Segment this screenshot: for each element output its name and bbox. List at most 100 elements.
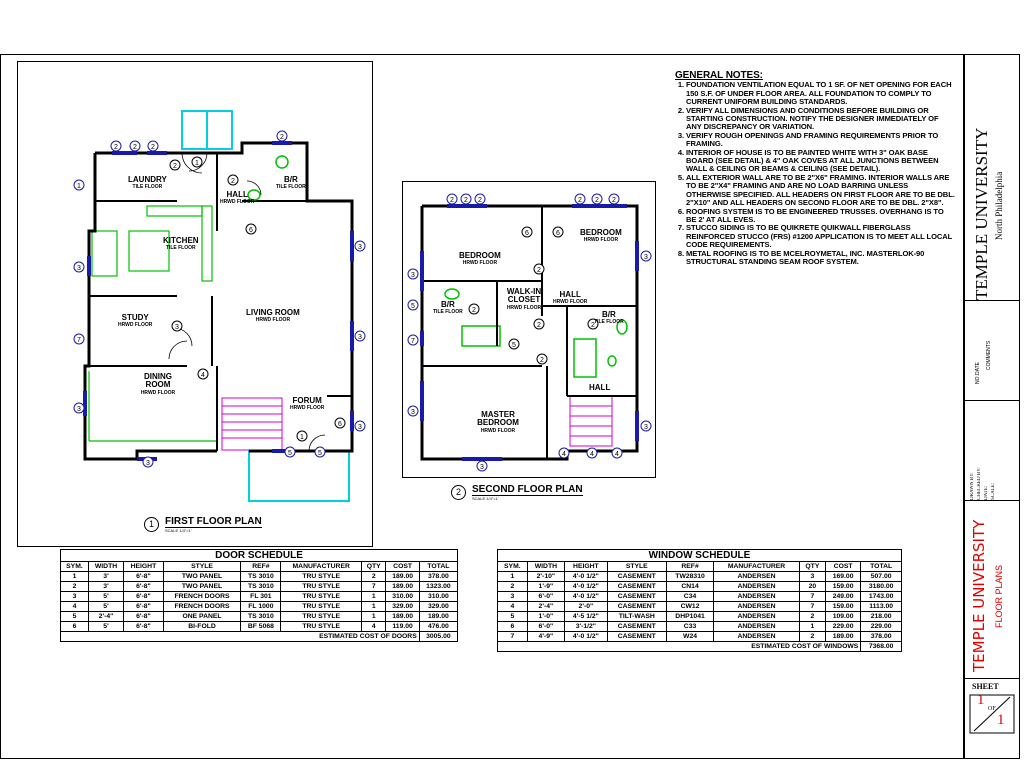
university-name: TEMPLE UNIVERSITY	[972, 127, 991, 300]
svg-text:3: 3	[644, 254, 648, 261]
column-header: REF#	[240, 561, 282, 572]
table-cell: TS 3010	[240, 611, 282, 622]
svg-text:2: 2	[578, 197, 582, 204]
table-cell: ANDERSEN	[713, 601, 800, 612]
column-header: COST	[385, 561, 420, 572]
table-cell: 119.00	[385, 621, 420, 632]
door-tag: 2	[533, 318, 545, 330]
sheet-label: SHEET	[972, 682, 999, 691]
table-cell: TRU STYLE	[280, 581, 362, 592]
total-label: ESTIMATED COST OF DOORS	[60, 631, 420, 642]
schedule-total-row: ESTIMATED COST OF WINDOWS 7368.00	[496, 641, 902, 652]
table-cell: 2'-4"	[526, 601, 566, 612]
column-header: REF#	[665, 561, 715, 572]
table-cell: CASEMENT	[606, 581, 667, 592]
svg-text:3: 3	[644, 424, 648, 431]
note-item: ALL EXTERIOR WALL ARE TO BE 2"X6" FRAMIN…	[686, 173, 955, 208]
table-cell: 2	[497, 581, 528, 592]
date-col-label: DATE	[975, 362, 981, 375]
table-cell: 189.00	[385, 611, 420, 622]
table-cell: W24	[665, 631, 715, 642]
title-block	[964, 54, 1020, 759]
date-label: DATE:	[984, 485, 989, 500]
svg-text:2: 2	[612, 197, 616, 204]
interior-walls	[89, 143, 352, 451]
divider	[964, 400, 1020, 401]
bath-fixtures	[444, 288, 628, 378]
table-cell: 6'-8"	[123, 621, 164, 632]
svg-text:2: 2	[114, 144, 118, 151]
svg-text:5: 5	[288, 450, 292, 457]
table-cell: 1	[60, 571, 89, 582]
sheet-total: 1	[997, 712, 1005, 728]
note-item: INTERIOR OF HOUSE IS TO BE PAINTED WHITE…	[686, 148, 955, 174]
note-item: VERIFY ROUGH OPENINGS AND FRAMING REQUIR…	[686, 131, 955, 149]
door-tag: 3	[171, 320, 183, 332]
table-cell: 6'-8"	[123, 601, 164, 612]
column-header: TOTAL	[860, 561, 902, 572]
window-tag: 5	[284, 446, 296, 458]
column-header: MANUFACTURER	[280, 561, 362, 572]
divider	[964, 678, 1020, 679]
svg-text:2: 2	[450, 197, 454, 204]
divider	[964, 500, 1020, 501]
door-tag: 2	[587, 318, 599, 330]
window-tag: 3	[354, 420, 366, 432]
table-cell: 3	[798, 571, 826, 582]
table-cell: 5'	[87, 591, 125, 602]
svg-text:4: 4	[590, 451, 594, 458]
table-cell: 189.00	[824, 631, 862, 642]
table-cell: 5	[497, 611, 528, 622]
window-tag: 3	[142, 456, 154, 468]
table-cell: 1	[360, 591, 387, 602]
notes-heading: GENERAL NOTES:	[675, 70, 763, 81]
svg-text:7: 7	[77, 337, 81, 344]
note-item: FOUNDATION VENTILATION EQUAL TO 1 SF. OF…	[686, 81, 955, 106]
door-tag: 4	[197, 368, 209, 380]
schedule-title: DOOR SCHEDULE	[60, 549, 458, 561]
table-cell: 4	[360, 621, 387, 632]
svg-text:2: 2	[231, 178, 235, 185]
table-cell: 189.00	[418, 611, 459, 622]
door-tag: 5	[508, 338, 520, 350]
table-cell: 2'-0"	[564, 601, 608, 612]
svg-text:2: 2	[280, 134, 284, 141]
window-tag: 3	[73, 261, 85, 273]
svg-text:3: 3	[175, 324, 179, 331]
window-tag: 3	[354, 330, 366, 342]
table-cell: 4'-0 1/2"	[564, 581, 608, 592]
table-cell: FL 301	[240, 591, 282, 602]
window-tag: 2	[460, 193, 472, 205]
column-header: HEIGHT	[123, 561, 164, 572]
table-cell: 1	[497, 571, 528, 582]
svg-text:6: 6	[556, 230, 560, 237]
table-cell: 476.00	[418, 621, 459, 632]
table-cell: 2	[60, 581, 89, 592]
table-cell: CW12	[665, 601, 715, 612]
window-tag: 5	[407, 299, 419, 311]
table-cell: BF 5068	[240, 621, 282, 632]
table-cell: CN14	[665, 581, 715, 592]
door-tag: 6	[334, 417, 346, 429]
plan-number-badge: 2	[451, 485, 466, 500]
table-cell: 6'-0"	[526, 621, 566, 632]
note-item: METAL ROOFING IS TO BE MCELROYMETAL, INC…	[686, 249, 955, 267]
svg-text:2: 2	[472, 307, 476, 314]
table-cell: DHP1041	[665, 611, 715, 622]
windows	[420, 204, 639, 461]
first-floor-frame	[17, 61, 373, 547]
table-cell: C33	[665, 621, 715, 632]
sheet-number: 1	[977, 692, 985, 708]
sheet-number-box	[969, 694, 1015, 734]
